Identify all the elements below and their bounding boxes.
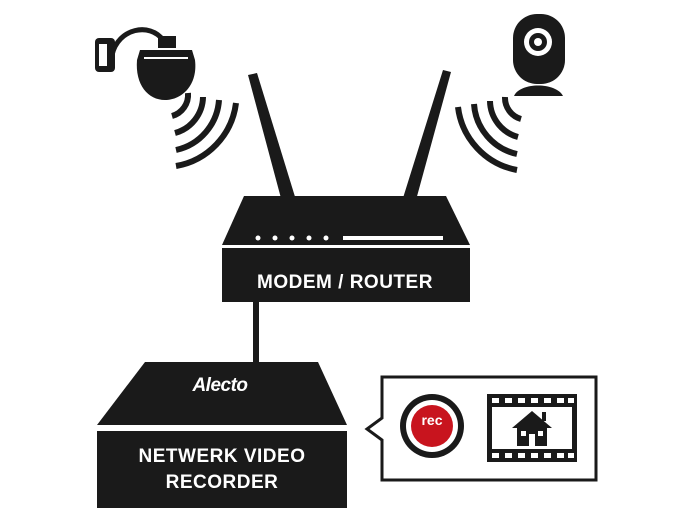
router-antennas: [248, 70, 451, 202]
wall-dome-camera-icon: [95, 27, 196, 100]
nvr-label-line1: NETWERK VIDEO: [138, 446, 306, 467]
rec-label: rec: [421, 412, 443, 428]
router-status-leds: [255, 235, 443, 241]
nvr-label-line2: RECORDER: [165, 472, 279, 493]
nvr-icon: [97, 362, 347, 508]
house-film-strip-icon: [487, 394, 577, 462]
router-label: MODEM / ROUTER: [257, 272, 433, 293]
indoor-camera-icon: [513, 14, 565, 96]
wireless-signal-left-icon: [170, 92, 239, 169]
wireless-signal-right-icon: [455, 96, 523, 173]
brand-logo: Alecto: [192, 375, 248, 396]
rec-button-icon: [400, 394, 464, 458]
modem-router-icon: [222, 196, 470, 302]
